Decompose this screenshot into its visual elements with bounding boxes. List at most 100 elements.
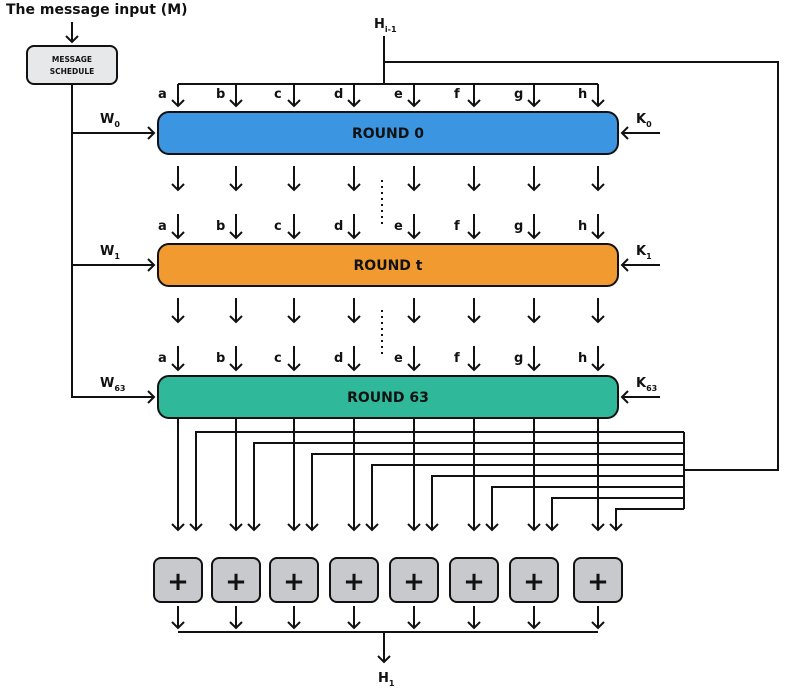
adder-box-a (153, 557, 203, 603)
round-63-output-arrow-f-head (467, 523, 481, 532)
feedforward-arrow-g (545, 523, 559, 532)
adder-box-g (509, 557, 559, 603)
round-63-output-arrow-a-head (171, 523, 185, 532)
k-input-arrow-2-head (620, 390, 629, 404)
register-arrow-f-round-1-head (467, 231, 481, 240)
round-box-rect-2 (157, 375, 619, 419)
feedforward-wire-g (551, 497, 684, 530)
adder-output-arrow-d-head (347, 621, 361, 630)
register-label-c: c (274, 351, 282, 366)
register-label-h: h (578, 87, 587, 102)
register-label-f: f (454, 87, 460, 102)
register-label-e: e (394, 219, 403, 234)
feedforward-wire-d (371, 464, 684, 530)
round-0-output-arrow-h-head (591, 183, 605, 192)
round-0-output-arrow-g-head (527, 183, 541, 192)
register-arrow-a-round-0-head (171, 99, 185, 108)
feedforward-loop-wire (384, 61, 779, 471)
adder-a: + (153, 557, 203, 603)
w-input-arrow-0-head (147, 126, 156, 140)
adder-output-arrow-b-head (229, 621, 243, 630)
round-63-output-arrow-b-head (229, 523, 243, 532)
register-arrow-h-round-0-head (591, 99, 605, 108)
feedforward-group (171, 418, 685, 532)
feedforward-arrow-a (189, 523, 203, 532)
message-schedule-line2: SCHEDULE (50, 67, 95, 76)
adder-box-c (269, 557, 319, 603)
w-label-0: W0 (100, 112, 120, 129)
adder-output-arrow-e-head (407, 621, 421, 630)
k-label-2: K63 (636, 376, 657, 393)
register-arrow-g-round-2-head (527, 363, 541, 372)
round-0-output-arrow-b-head (229, 183, 243, 192)
adder-box-h (573, 557, 623, 603)
register-label-f: f (454, 219, 460, 234)
w-input-arrow-1-head (147, 258, 156, 272)
adder-output-arrow-a-head (171, 621, 185, 630)
round-label-2: ROUND 63 (347, 390, 429, 406)
feedforward-wire-h (615, 508, 684, 530)
adder-g: + (509, 557, 559, 603)
adder-box-f (449, 557, 499, 603)
round-label-0: ROUND 0 (352, 126, 424, 142)
register-arrow-c-round-1-head (287, 231, 301, 240)
adder-box-b (211, 557, 261, 603)
round-1-output-arrow-f-head (467, 315, 481, 324)
register-arrow-d-round-0-head (347, 99, 361, 108)
register-arrow-b-round-0-head (229, 99, 243, 108)
round-63-output-arrow-d-head (347, 523, 361, 532)
register-arrow-b-round-2-head (229, 363, 243, 372)
register-arrow-d-round-2-head (347, 363, 361, 372)
round-63-output-arrow-e-head (407, 523, 421, 532)
register-arrow-c-round-2-head (287, 363, 301, 372)
register-arrow-g-round-0-head (527, 99, 541, 108)
round-1-output-arrow-e-head (407, 315, 421, 324)
hash-out-arrow-head (377, 655, 391, 664)
round-box-1: ROUND t (157, 243, 619, 287)
adder-output-arrow-h-head (591, 621, 605, 630)
round-box-2: ROUND 63 (157, 375, 619, 419)
adder-output-arrow-g-head (527, 621, 541, 630)
adder-plus-f: + (463, 567, 485, 597)
round-1-output-arrow-h-head (591, 315, 605, 324)
round-1-output-arrow-b-head (229, 315, 243, 324)
round-0-output-arrow-e-head (407, 183, 421, 192)
feedforward-wire-f (491, 486, 684, 530)
register-label-d: d (334, 87, 343, 102)
title-arrow-head (65, 35, 79, 44)
adder-b: + (211, 557, 261, 603)
register-label-d: d (334, 351, 343, 366)
round-0-output-arrow-f-head (467, 183, 481, 192)
adder-e: + (389, 557, 439, 603)
register-arrow-e-round-0-head (407, 99, 421, 108)
register-label-g: g (514, 87, 523, 102)
round-box-rect-1 (157, 243, 619, 287)
register-arrow-h-round-2-head (591, 363, 605, 372)
feedforward-wire-c (311, 453, 684, 530)
w-label-2: W63 (100, 376, 125, 393)
register-label-d: d (334, 219, 343, 234)
feedforward-arrow-f (485, 523, 499, 532)
adder-f: + (449, 557, 499, 603)
register-label-a: a (158, 351, 167, 366)
adder-d: + (329, 557, 379, 603)
w-label-1: W1 (100, 244, 120, 261)
register-arrow-h-round-1-head (591, 231, 605, 240)
hash-out-label: H1 (378, 671, 395, 688)
register-arrow-e-round-2-head (407, 363, 421, 372)
register-label-b: b (216, 351, 225, 366)
adder-box-e (389, 557, 439, 603)
register-arrow-a-round-1-head (171, 231, 185, 240)
register-label-a: a (158, 87, 167, 102)
adder-plus-g: + (523, 567, 545, 597)
feedforward-arrow-d (365, 523, 379, 532)
register-label-c: c (274, 219, 282, 234)
register-label-e: e (394, 351, 403, 366)
register-label-g: g (514, 219, 523, 234)
adder-plus-c: + (283, 567, 305, 597)
feedforward-arrow-h (609, 523, 623, 532)
round-0-output-arrow-d-head (347, 183, 361, 192)
register-label-a: a (158, 219, 167, 234)
